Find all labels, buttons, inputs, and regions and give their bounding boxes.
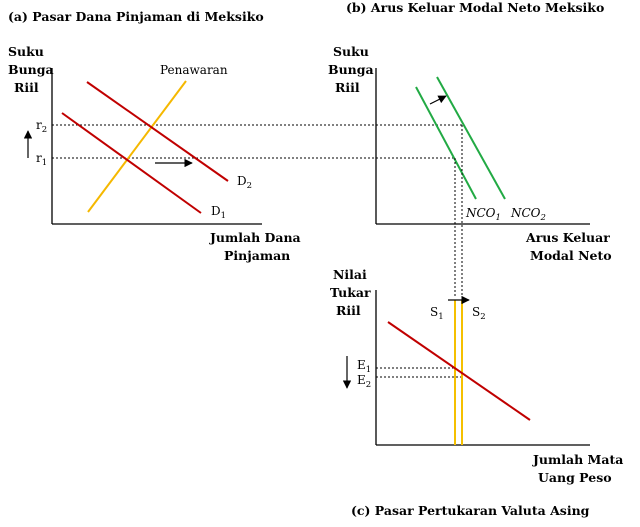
nco1-label: NCO1 <box>465 206 501 223</box>
nco-shift-arrow <box>429 95 447 105</box>
peso-demand-curve <box>387 321 531 421</box>
panel-b-title: (b) Arus Keluar Modal Neto Meksiko <box>346 0 604 15</box>
panel-b-ylabel-line-2: Bunga <box>328 62 374 77</box>
panel-a-xlabel-line-1: Jumlah Dana <box>209 230 301 245</box>
panel-b-ylabel-line-3: Riil <box>335 80 360 95</box>
s2-label: S2 <box>472 305 486 322</box>
panel-c-foreign-exchange: Nilai Tukar Riil S1 S2 E1 E2 Jumlah Mata… <box>330 267 623 518</box>
panel-a-ylabel-line-2: Bunga <box>8 62 54 77</box>
panel-b-xlabel-line-2: Modal Neto <box>530 248 612 263</box>
supply-curve <box>87 80 187 213</box>
nco1-curve <box>415 86 477 200</box>
panel-c-xlabel-line-1: Jumlah Mata <box>532 452 623 467</box>
d2-label: D2 <box>237 174 252 191</box>
panel-a-xlabel-line-2: Pinjaman <box>224 248 290 263</box>
demand-curve-d1 <box>61 112 202 214</box>
panel-c-ylabel-line-2: Tukar <box>330 285 371 300</box>
supply-label: Penawaran <box>160 63 228 77</box>
panel-b-net-capital-outflow: (b) Arus Keluar Modal Neto Meksiko Suku … <box>328 0 612 298</box>
e1-label: E1 <box>357 358 371 375</box>
panel-c-xlabel-line-2: Uang Peso <box>538 470 612 485</box>
e2-label: E2 <box>357 373 371 390</box>
demand-curve-d2 <box>86 81 229 182</box>
panel-c-ylabel-line-3: Riil <box>336 303 361 318</box>
panel-a-ylabel-line-3: Riil <box>14 80 39 95</box>
panel-b-ylabel-line-1: Suku <box>333 44 369 59</box>
nco2-label: NCO2 <box>510 206 546 223</box>
panel-a-loanable-funds: (a) Pasar Dana Pinjaman di Meksiko Suku … <box>8 9 462 263</box>
r2-label: r2 <box>36 118 47 135</box>
panel-c-ylabel-line-1: Nilai <box>333 267 367 282</box>
s1-label: S1 <box>430 305 444 322</box>
panel-c-title: (c) Pasar Pertukaran Valuta Asing <box>351 503 590 518</box>
nco2-curve <box>436 76 506 200</box>
d1-label: D1 <box>211 204 226 221</box>
r1-label: r1 <box>36 151 47 168</box>
panel-b-xlabel-line-1: Arus Keluar <box>525 230 610 245</box>
panel-a-title: (a) Pasar Dana Pinjaman di Meksiko <box>8 9 264 24</box>
panel-a-ylabel-line-1: Suku <box>8 44 44 59</box>
